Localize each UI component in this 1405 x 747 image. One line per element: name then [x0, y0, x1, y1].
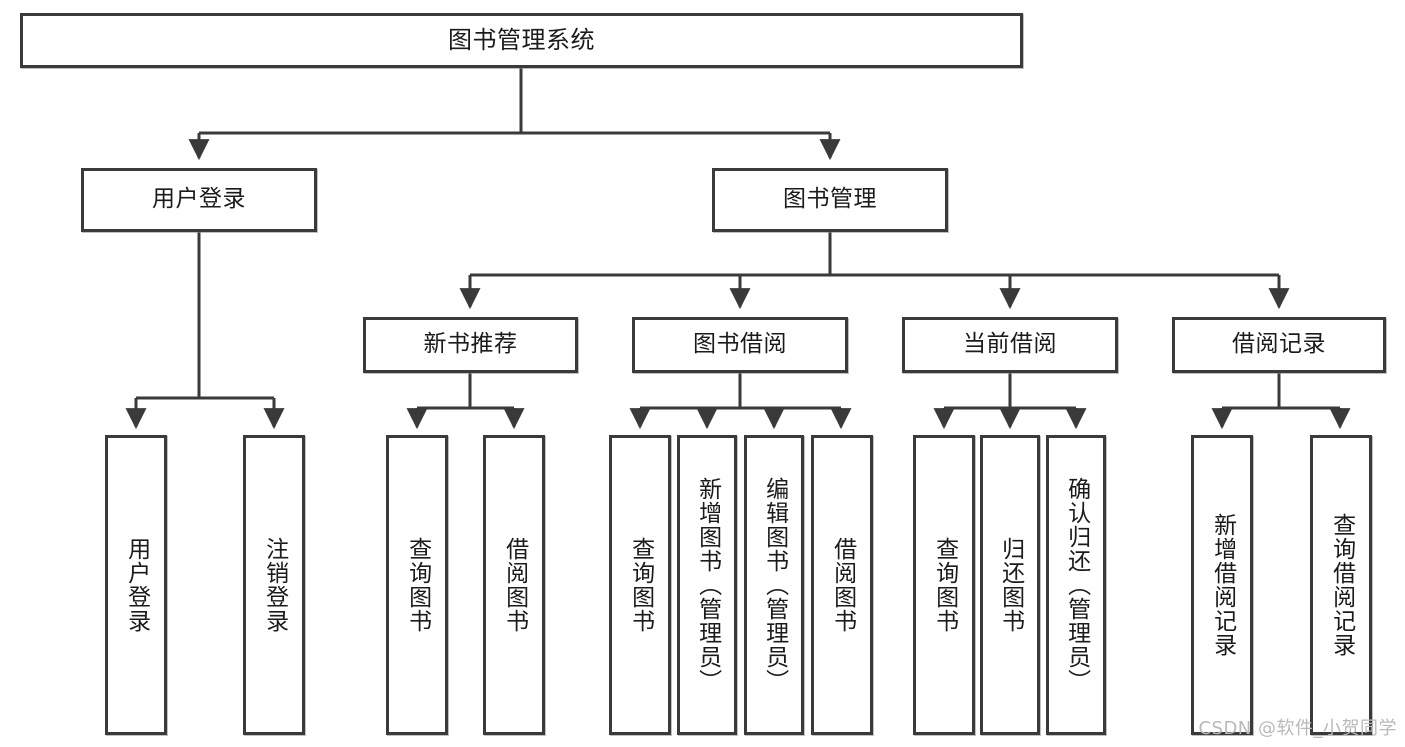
node-current-borrow[interactable]: 当前借阅	[902, 317, 1118, 373]
node-label: 借阅记录	[1232, 331, 1326, 358]
leaf-current-return-book[interactable]: 归还图书	[980, 435, 1040, 735]
node-label: 新增图书（管理员）	[694, 477, 721, 693]
leaf-record-query[interactable]: 查询借阅记录	[1310, 435, 1372, 735]
leaf-user-logout[interactable]: 注销登录	[243, 435, 305, 735]
node-label: 图书管理	[783, 186, 877, 213]
node-label: 确认归还（管理员）	[1063, 477, 1090, 693]
node-label: 图书借阅	[693, 331, 787, 358]
leaf-current-query-book[interactable]: 查询图书	[913, 435, 975, 735]
node-label: 查询借阅记录	[1328, 513, 1355, 657]
node-label: 新书推荐	[423, 331, 518, 358]
leaf-user-login[interactable]: 用户登录	[105, 435, 167, 735]
leaf-borrow-edit-book-admin[interactable]: 编辑图书（管理员）	[744, 435, 804, 735]
node-label: 借阅图书	[501, 537, 528, 633]
node-system-root[interactable]: 图书管理系统	[20, 13, 1023, 68]
node-label: 编辑图书（管理员）	[761, 477, 788, 693]
node-label: 查询图书	[931, 537, 958, 633]
leaf-borrow-add-book-admin[interactable]: 新增图书（管理员）	[677, 435, 737, 735]
leaf-record-add[interactable]: 新增借阅记录	[1191, 435, 1253, 735]
node-label: 借阅图书	[829, 537, 856, 633]
node-label: 图书管理系统	[448, 26, 595, 55]
node-borrow-record[interactable]: 借阅记录	[1172, 317, 1386, 373]
node-user-login[interactable]: 用户登录	[81, 168, 317, 232]
node-book-borrow[interactable]: 图书借阅	[632, 317, 848, 373]
node-book-management[interactable]: 图书管理	[712, 168, 948, 232]
leaf-borrow-borrow-book[interactable]: 借阅图书	[811, 435, 873, 735]
node-label: 用户登录	[152, 186, 246, 213]
leaf-new-book-borrow[interactable]: 借阅图书	[483, 435, 545, 735]
leaf-new-book-query[interactable]: 查询图书	[386, 435, 448, 735]
node-new-book-recommend[interactable]: 新书推荐	[363, 317, 578, 373]
leaf-borrow-query-book[interactable]: 查询图书	[609, 435, 671, 735]
csdn-watermark: CSDN @软件_小贺同学	[1198, 718, 1397, 739]
node-label: 新增借阅记录	[1209, 513, 1236, 657]
node-label: 归还图书	[997, 537, 1024, 633]
leaf-current-confirm-return-admin[interactable]: 确认归还（管理员）	[1046, 435, 1106, 735]
node-label: 查询图书	[627, 537, 654, 633]
node-label: 注销登录	[261, 537, 288, 633]
node-label: 查询图书	[404, 537, 431, 633]
node-label: 当前借阅	[963, 331, 1057, 358]
node-label: 用户登录	[123, 537, 150, 633]
